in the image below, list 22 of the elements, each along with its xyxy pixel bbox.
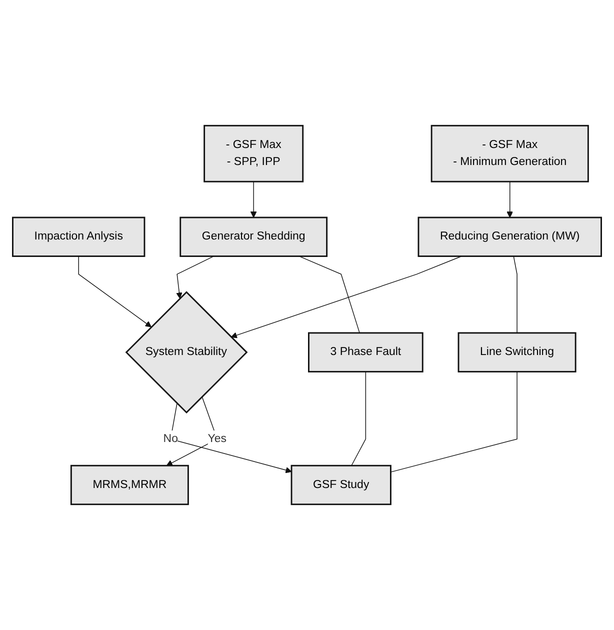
arrow (230, 256, 462, 338)
node-box: GSF Study (290, 464, 392, 506)
edge-label: Yes (208, 432, 227, 445)
arrow (250, 181, 257, 218)
arrow (176, 256, 214, 299)
arrow (506, 181, 514, 218)
node-box: - GSF Max - Minimum Generation (430, 124, 589, 182)
node-box: 3 Phase Fault (308, 332, 424, 372)
node-box: - GSF Max - SPP, IPP (204, 124, 304, 182)
connector (390, 371, 518, 472)
connector (298, 256, 360, 334)
connector (351, 371, 366, 466)
node-box: MRMS,MRMR (70, 464, 189, 506)
node-box: Impaction Anlysis (12, 216, 146, 257)
node-box: Reducing Generation (MW) (418, 216, 602, 257)
node-diamond: System Stability (125, 291, 248, 414)
arrow (170, 403, 292, 474)
edge-label: No (163, 432, 178, 445)
node-box: Line Switching (458, 332, 576, 372)
arrow (78, 256, 152, 328)
connector (513, 256, 518, 334)
node-box: Generator Shedding (180, 216, 328, 257)
